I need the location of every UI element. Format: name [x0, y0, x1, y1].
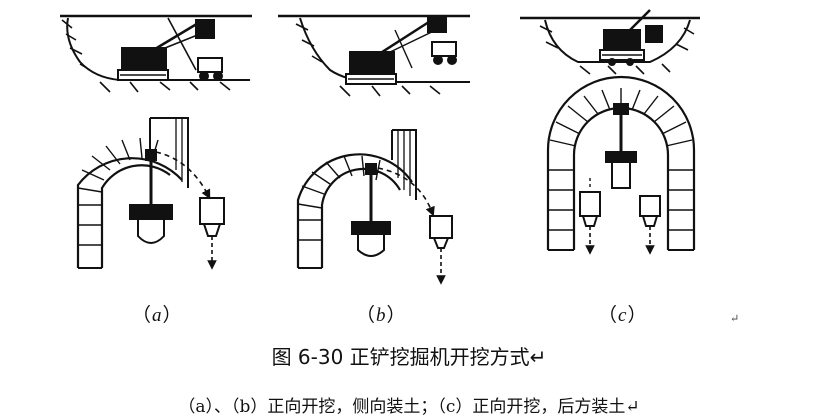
panel-label-b: （b）	[356, 300, 407, 327]
paragraph-return-mark: ↵	[730, 312, 740, 325]
panel-label-c: （c）	[598, 300, 647, 327]
panel-label-c-close: ）	[627, 305, 648, 326]
panel-label-a: （a）	[132, 300, 183, 327]
panel-label-b-close: ）	[386, 305, 407, 326]
panel-c-plan	[546, 75, 696, 255]
panel-label-a-letter: a	[152, 305, 163, 326]
panel-a-plan	[76, 117, 225, 270]
panel-label-b-letter: b	[376, 305, 387, 326]
panel-label-a-close: ）	[162, 305, 183, 326]
panel-a-elevation	[60, 14, 252, 93]
figure-caption: 图 6-30 正铲挖掘机开挖方式↵	[271, 345, 547, 369]
panel-label-b-open: （	[356, 305, 377, 326]
panel-c	[520, 9, 700, 255]
panel-c-elevation	[520, 9, 700, 75]
panel-label-c-letter: c	[618, 305, 628, 326]
panel-label-c-open: （	[598, 305, 619, 326]
excavation-figure	[60, 9, 700, 285]
panel-b-elevation	[278, 14, 470, 97]
panel-label-a-open: （	[132, 305, 153, 326]
figure-subcaption: （a）、（b）正向开挖，侧向装土；（c）正向开挖，后方装土↵	[178, 397, 640, 417]
panel-a	[60, 14, 252, 270]
panel-b-plan	[296, 129, 453, 285]
panel-b	[278, 14, 470, 285]
